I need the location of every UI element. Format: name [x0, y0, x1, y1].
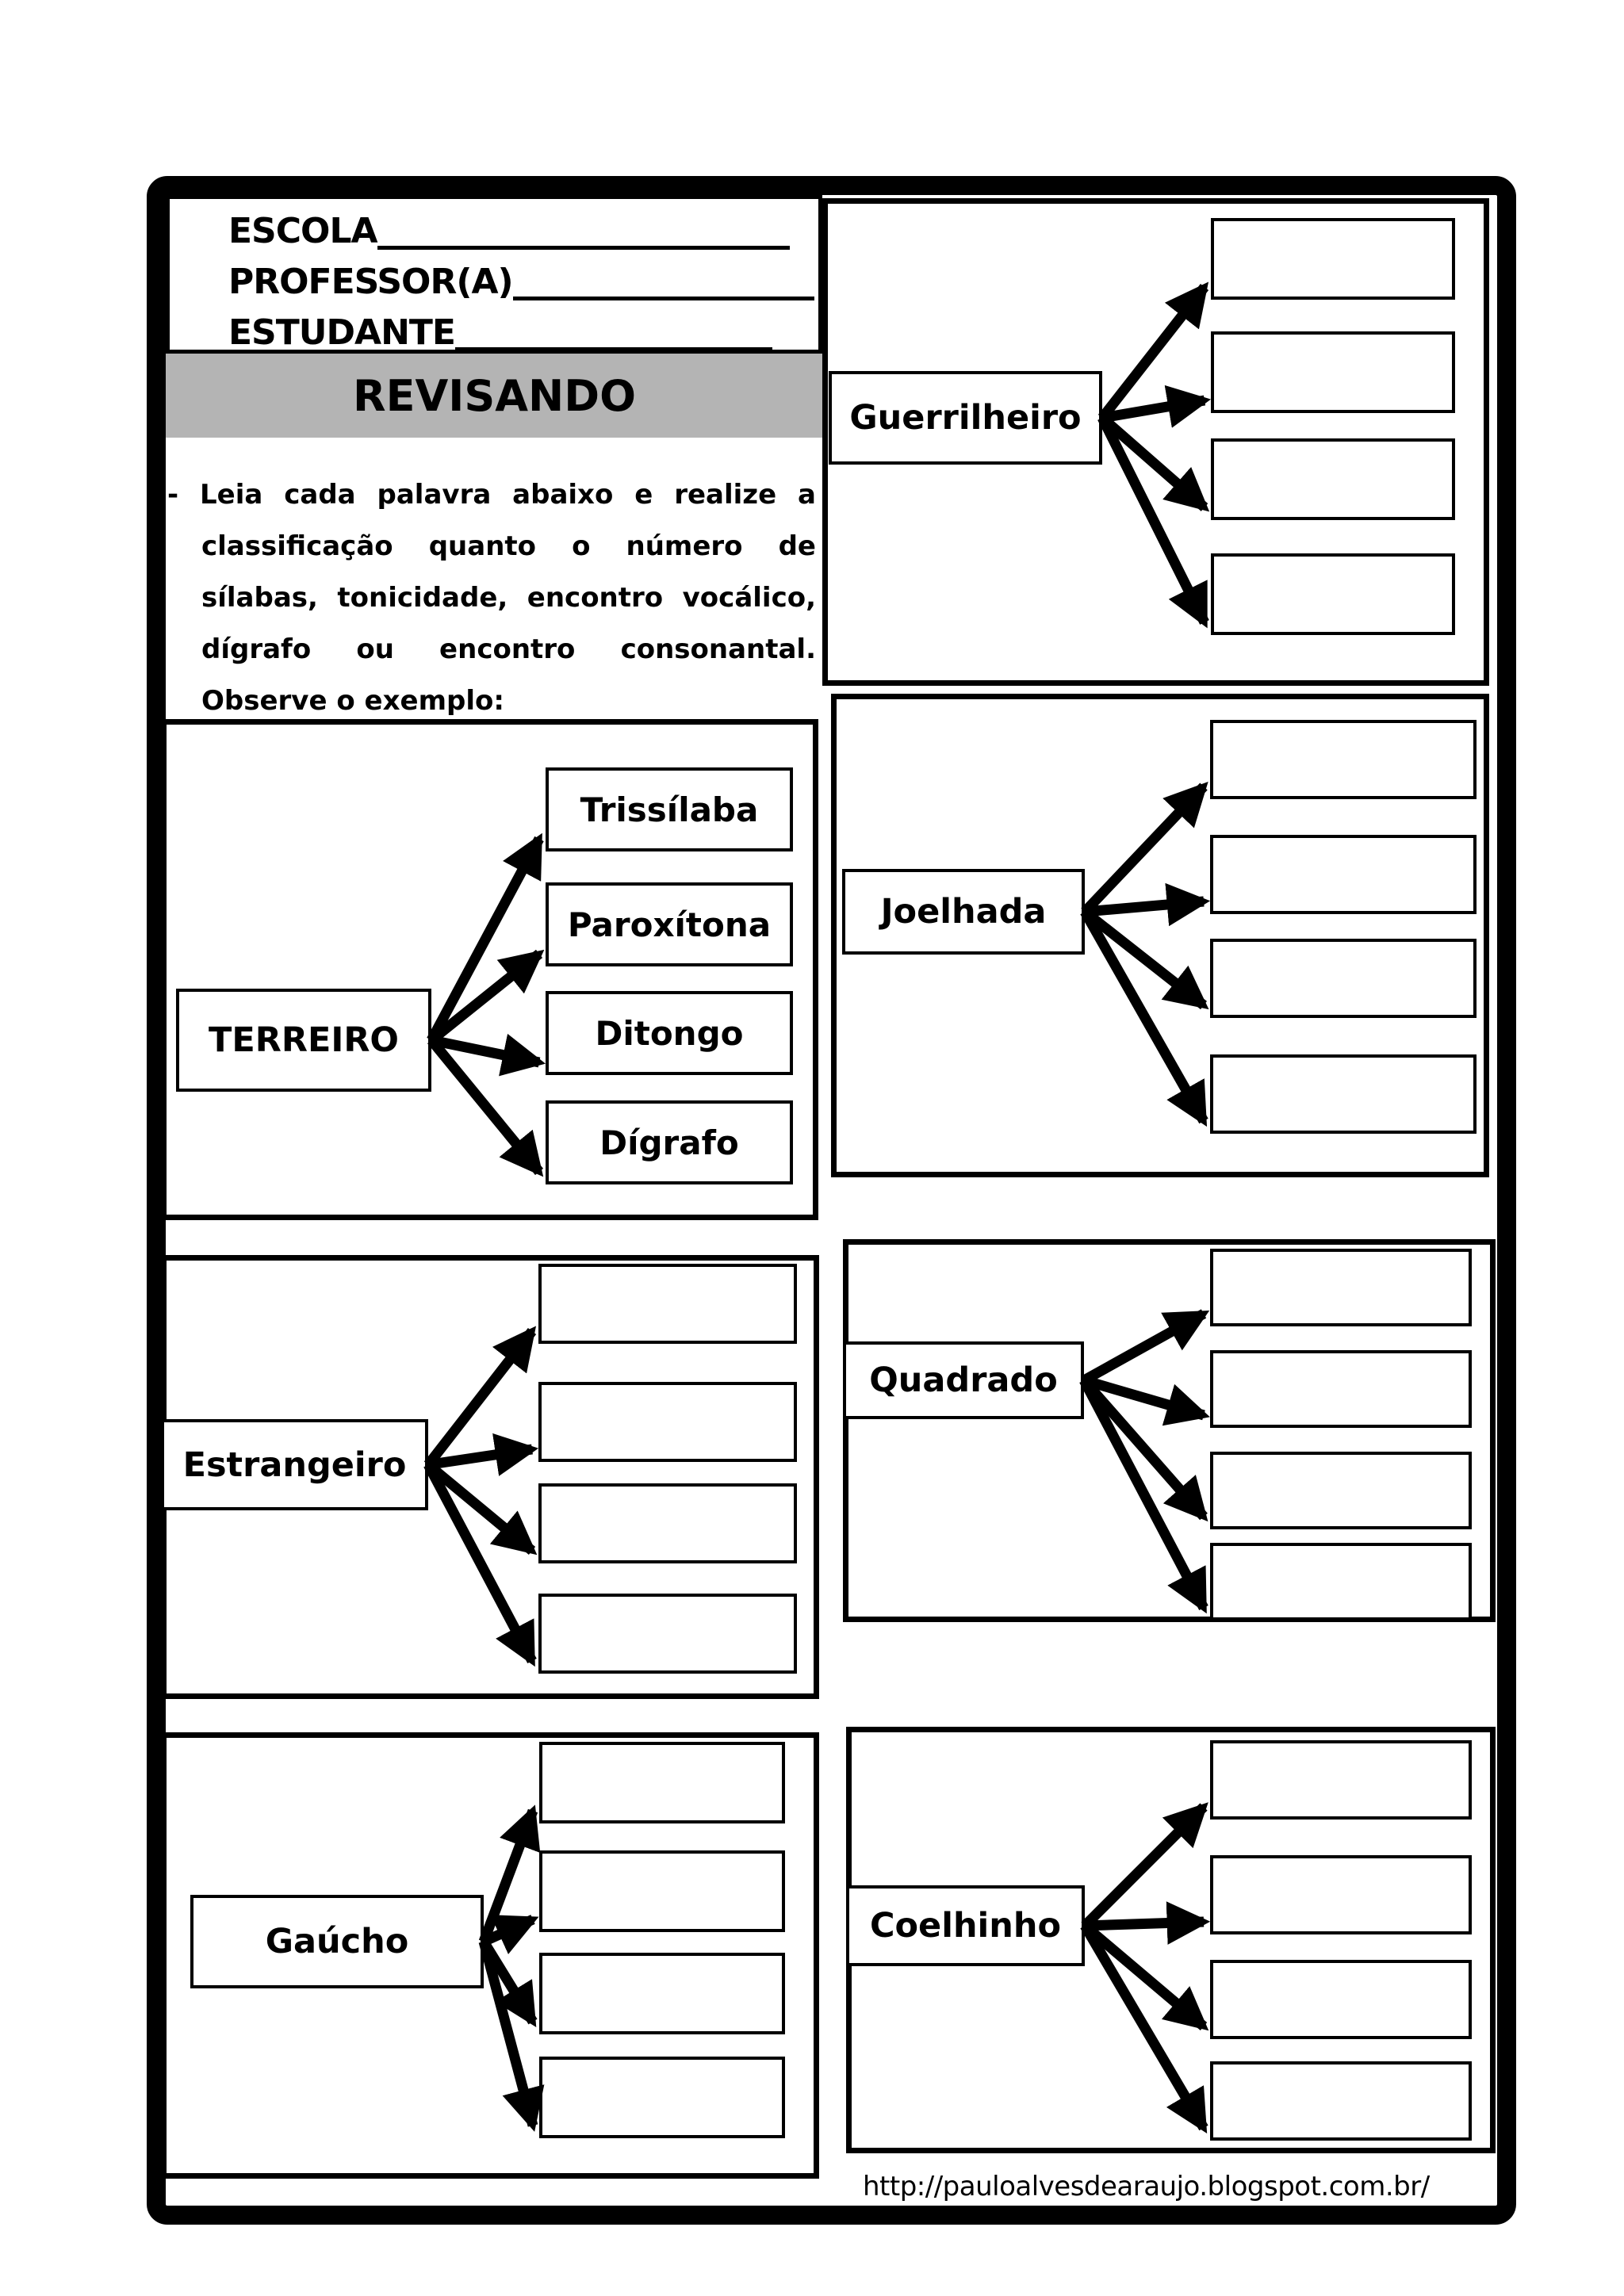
- answer-box-terreiro-2: Paroxítona: [546, 882, 793, 966]
- answer-label: Trissílaba: [580, 790, 759, 829]
- panel-guerrilheiro: [822, 198, 1489, 686]
- word-label: Joelhada: [880, 892, 1047, 932]
- answer-box-guerrilheiro-2[interactable]: [1211, 331, 1455, 413]
- instruction-line: dígrafo ou encontro consonantal.: [201, 633, 816, 665]
- panel-quadrado: [843, 1239, 1496, 1622]
- answer-box-coelhinho-3[interactable]: [1210, 1960, 1472, 2039]
- school-field-row: ESCOLA: [228, 205, 790, 250]
- teacher-field-row: PROFESSOR(A): [228, 256, 814, 300]
- answer-box-joelhada-1[interactable]: [1210, 720, 1477, 799]
- answer-box-quadrado-4[interactable]: [1210, 1543, 1472, 1621]
- answer-label: Paroxítona: [567, 905, 772, 944]
- instruction-line: - Leia cada palavra abaixo e realize a: [167, 479, 816, 511]
- word-label: TERREIRO: [209, 1020, 399, 1060]
- answer-label: Ditongo: [595, 1013, 744, 1053]
- student-blank-line[interactable]: [454, 311, 772, 351]
- answer-box-terreiro-1: Trissílaba: [546, 767, 793, 851]
- answer-box-coelhinho-1[interactable]: [1210, 1740, 1472, 1820]
- school-blank-line[interactable]: [377, 209, 790, 250]
- answer-box-gaucho-1[interactable]: [539, 1742, 785, 1823]
- answer-box-joelhada-3[interactable]: [1210, 939, 1477, 1018]
- word-box-joelhada: Joelhada: [842, 869, 1085, 955]
- word-label: Quadrado: [869, 1360, 1058, 1400]
- answer-box-terreiro-3: Ditongo: [546, 991, 793, 1075]
- header-box: ESCOLA PROFESSOR(A) ESTUDANTE: [166, 195, 822, 354]
- answer-box-quadrado-3[interactable]: [1210, 1452, 1472, 1529]
- instruction-line: sílabas, tonicidade, encontro vocálico,: [201, 582, 816, 614]
- answer-box-guerrilheiro-1[interactable]: [1211, 218, 1455, 300]
- word-box-quadrado: Quadrado: [843, 1341, 1084, 1419]
- panel-joelhada: [831, 694, 1489, 1177]
- section-banner-title: REVISANDO: [353, 370, 636, 421]
- word-box-estrangeiro: Estrangeiro: [161, 1419, 428, 1510]
- answer-label: Dígrafo: [599, 1123, 739, 1162]
- answer-box-coelhinho-4[interactable]: [1210, 2061, 1472, 2141]
- teacher-label: PROFESSOR(A): [228, 261, 514, 302]
- answer-box-quadrado-2[interactable]: [1210, 1350, 1472, 1428]
- answer-box-quadrado-1[interactable]: [1210, 1249, 1472, 1326]
- panel-gaucho: [161, 1732, 819, 2179]
- answer-box-joelhada-4[interactable]: [1210, 1054, 1477, 1134]
- word-box-guerrilheiro: Guerrilheiro: [829, 371, 1102, 465]
- page-frame: [147, 176, 1516, 2225]
- student-field-row: ESTUDANTE: [228, 307, 772, 351]
- answer-box-joelhada-2[interactable]: [1210, 835, 1477, 914]
- teacher-blank-line[interactable]: [512, 260, 814, 300]
- answer-box-estrangeiro-1[interactable]: [538, 1264, 797, 1344]
- answer-box-estrangeiro-4[interactable]: [538, 1594, 797, 1674]
- word-label: Gaúcho: [265, 1922, 409, 1961]
- instruction-line: Observe o exemplo:: [201, 685, 504, 717]
- answer-box-coelhinho-2[interactable]: [1210, 1855, 1472, 1934]
- answer-box-gaucho-2[interactable]: [539, 1850, 785, 1932]
- answer-box-estrangeiro-3[interactable]: [538, 1483, 797, 1563]
- word-box-coelhinho: Coelhinho: [846, 1885, 1085, 1966]
- answer-box-guerrilheiro-4[interactable]: [1211, 553, 1455, 635]
- word-label: Estrangeiro: [182, 1445, 407, 1485]
- student-label: ESTUDANTE: [228, 312, 456, 353]
- footer-url: http://pauloalvesdearaujo.blogspot.com.b…: [863, 2171, 1430, 2202]
- panel-terreiro: [161, 719, 818, 1220]
- instruction-line: classificação quanto o número de: [201, 530, 816, 562]
- answer-box-estrangeiro-2[interactable]: [538, 1382, 797, 1462]
- word-box-gaucho: Gaúcho: [190, 1895, 484, 1988]
- word-label: Guerrilheiro: [849, 398, 1082, 438]
- section-banner: REVISANDO: [166, 354, 823, 438]
- answer-box-terreiro-4: Dígrafo: [546, 1100, 793, 1184]
- word-label: Coelhinho: [869, 1906, 1062, 1946]
- answer-box-gaucho-4[interactable]: [539, 2057, 785, 2138]
- answer-box-gaucho-3[interactable]: [539, 1953, 785, 2034]
- answer-box-guerrilheiro-3[interactable]: [1211, 438, 1455, 520]
- school-label: ESCOLA: [228, 210, 378, 251]
- word-box-terreiro: TERREIRO: [176, 989, 431, 1092]
